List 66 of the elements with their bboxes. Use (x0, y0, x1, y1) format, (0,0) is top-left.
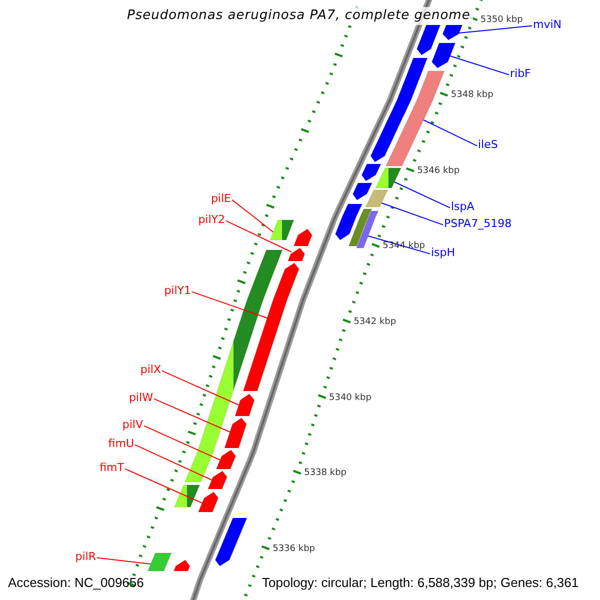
gene-segment (234, 394, 255, 416)
gene-segment (370, 58, 428, 162)
gene-block (270, 220, 294, 240)
gene-label: pilR (75, 550, 96, 563)
gene-label: ribF (510, 67, 531, 80)
gene-segment (335, 204, 362, 240)
gene-segment (224, 418, 247, 448)
scale-label: 5344 kbp (382, 241, 425, 252)
leader-line (162, 370, 240, 406)
gene-segment (416, 24, 441, 56)
scale-label: 5346 kbp (417, 166, 460, 177)
scale-label: 5338 kbp (304, 468, 346, 480)
gene-label: pilW (129, 391, 153, 404)
scale-label: 5350 kbp (480, 14, 523, 26)
leader-line (232, 199, 274, 232)
gene-label: pilX (140, 363, 161, 376)
leader-line (394, 182, 450, 208)
leader-line (124, 468, 203, 504)
leader-line (192, 291, 268, 318)
gene-block (375, 168, 402, 188)
gene-label: lspA (451, 200, 474, 213)
gene-segment (288, 248, 305, 262)
leader-line (134, 444, 212, 480)
leader-line (423, 120, 478, 146)
gene-label: pilV (122, 418, 143, 431)
gene-label: pilY2 (198, 213, 225, 226)
gene-segment (294, 228, 312, 246)
gene-block (365, 190, 388, 208)
leader-line (368, 236, 430, 254)
gene-label: pilE (210, 192, 231, 205)
genome-info-text: Topology: circular; Length: 6,588,339 bp; Genes: 6,361 (262, 575, 579, 591)
leader-line (381, 202, 444, 226)
leader-line (144, 425, 221, 460)
gene-label: PSPA7_5198 (444, 217, 512, 230)
leader-line (226, 220, 292, 252)
gene-block (356, 210, 379, 248)
gene-segment (432, 42, 456, 68)
gene-segment (243, 262, 300, 392)
gene-segment (352, 182, 372, 200)
gene-label: mviN (533, 18, 562, 31)
gene-label: ispH (431, 246, 456, 259)
gene-segment (442, 24, 463, 40)
accession-text: Accession: NC_009656 (8, 575, 144, 591)
scale-label: 5336 kbp (272, 544, 315, 555)
gene-block (348, 208, 372, 246)
gene-segment (198, 492, 218, 512)
gene-block (174, 484, 200, 508)
leader-line (154, 398, 230, 432)
gene-segment (208, 470, 228, 490)
gene-segment (215, 518, 248, 566)
gene-label: ileS (478, 138, 498, 151)
gene-segment (361, 164, 382, 182)
gene-block (386, 70, 445, 166)
gene-label: fimT (100, 461, 124, 474)
leader-line (458, 25, 532, 34)
gene-segment (174, 560, 190, 572)
gene-segment (216, 450, 236, 470)
scale-label: 5342 kbp (354, 317, 396, 328)
gene-block (148, 552, 172, 572)
gene-label: pilY1 (164, 284, 191, 297)
scale-label: 5340 kbp (329, 392, 372, 404)
leader-line (450, 56, 510, 76)
gene-label: fimU (108, 437, 134, 450)
scale-label: 5348 kbp (450, 90, 494, 102)
title: Pseudomonas aeruginosa PA7, complete genome (124, 7, 474, 25)
leader-line (96, 557, 152, 564)
